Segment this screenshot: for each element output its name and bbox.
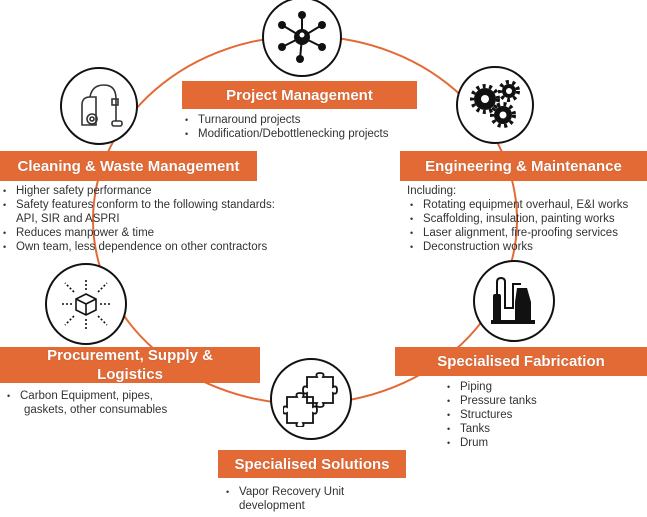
list-item: Laser alignment, fire-proofing services <box>407 226 628 240</box>
engineering-maintenance-header: Engineering & Maintenance <box>400 151 647 181</box>
section-title: Cleaning & Waste Management <box>17 157 240 175</box>
network-icon <box>262 0 342 77</box>
section-title: Procurement, Supply & <box>47 347 213 364</box>
list-item: Own team, less dependence on other contr… <box>0 240 275 254</box>
list-item-continued: API, SIR and ASPRI <box>16 213 120 225</box>
list-item: Vapor Recovery Unit <box>223 485 344 499</box>
list-item: Piping <box>444 380 537 394</box>
list-item-continued: gaskets, other consumables <box>24 404 168 416</box>
procurement-list: Carbon Equipment, pipes, gaskets, other … <box>4 389 167 417</box>
fabrication-list: Piping Pressure tanks Structures Tanks D… <box>444 380 537 450</box>
solutions-header: Specialised Solutions <box>218 450 406 478</box>
list-item: Modification/Debottlenecking projects <box>182 127 389 141</box>
list-item: Tanks <box>444 422 537 436</box>
section-title: Engineering & Maintenance <box>425 157 622 175</box>
list-item: Scaffolding, insulation, painting works <box>407 212 628 226</box>
section-title: Logistics <box>97 366 163 383</box>
factory-icon <box>473 260 555 342</box>
list-item: Drum <box>444 436 537 450</box>
list-item: Structures <box>444 408 537 422</box>
list-intro: Including: <box>407 185 457 197</box>
section-title: Project Management <box>226 86 373 104</box>
project-management-header: Project Management <box>182 81 417 109</box>
list-item: Pressure tanks <box>444 394 537 408</box>
solutions-list: Vapor Recovery Unit development <box>223 485 344 513</box>
list-item: Deconstruction works <box>407 240 628 254</box>
list-item: Higher safety performance <box>0 184 275 198</box>
gears-icon <box>456 66 534 144</box>
engineering-list: Including: Rotating equipment overhaul, … <box>407 184 628 254</box>
fabrication-header: Specialised Fabrication <box>395 347 647 376</box>
cleaning-list: Higher safety performance Safety feature… <box>0 184 275 254</box>
section-title: Specialised Fabrication <box>437 353 605 370</box>
puzzle-icon <box>270 358 352 440</box>
project-management-list: Turnaround projects Modification/Debottl… <box>182 113 389 141</box>
package-distribution-icon <box>45 263 127 345</box>
list-item: Reduces manpower & time <box>0 226 275 240</box>
cleaning-waste-header: Cleaning & Waste Management <box>0 151 257 181</box>
list-item: Rotating equipment overhaul, E&I works <box>407 198 628 212</box>
procurement-header: Procurement, Supply & Logistics <box>0 347 260 383</box>
section-title: Specialised Solutions <box>234 455 390 473</box>
list-item-continued: development <box>239 500 305 512</box>
vacuum-cleaner-icon <box>60 67 138 145</box>
list-item: Safety features conform to the following… <box>0 198 275 212</box>
list-item: Turnaround projects <box>182 113 389 127</box>
list-item: Carbon Equipment, pipes, <box>4 389 167 403</box>
